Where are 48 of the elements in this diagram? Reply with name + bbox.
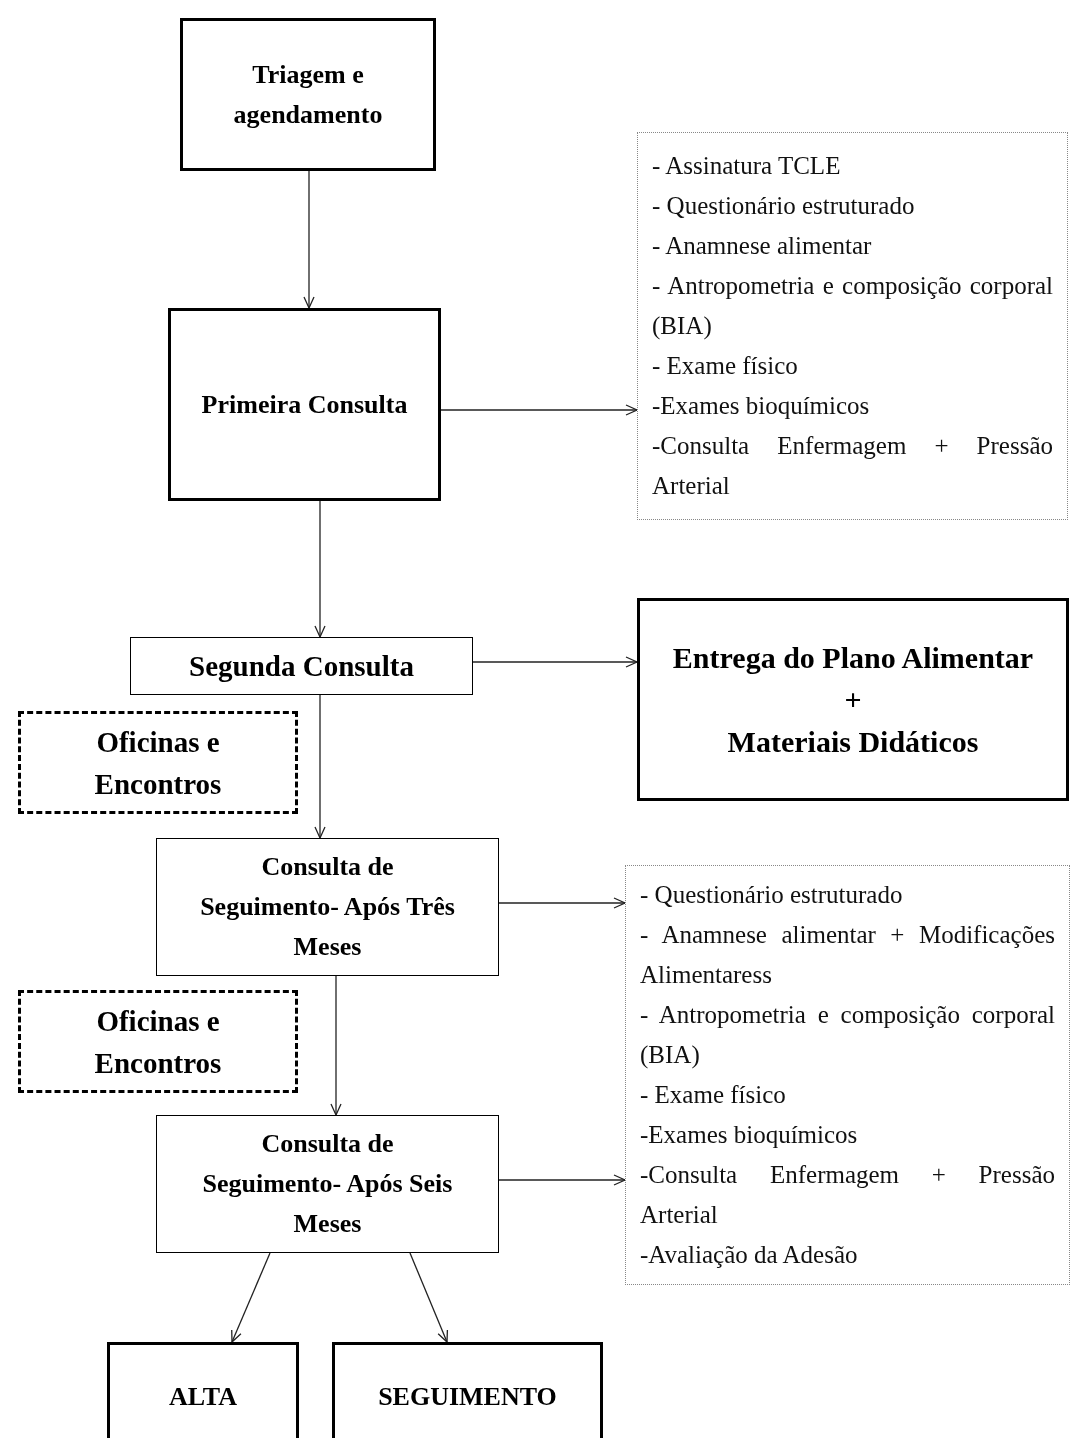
node-label: Oficinas e Encontros (93, 724, 223, 802)
node-label: Consulta de Seguimento- Após Três Meses (199, 851, 456, 963)
node-label: Segunda Consulta (188, 649, 415, 684)
arrow (314, 694, 326, 839)
arrow (314, 500, 326, 638)
note-box (637, 132, 1068, 520)
list-item: - Questionário estruturado (640, 880, 904, 910)
node-label: Consulta de Seguimento- Após Seis Meses (201, 1128, 454, 1240)
list-item: - Anamnese alimentar (652, 231, 873, 261)
process-box (168, 308, 441, 501)
process-box (180, 18, 436, 171)
list-item: -Consulta Enfermagem + Pressão Arterial (652, 431, 1053, 501)
list-item: - Exame físico (652, 351, 799, 381)
node-label: Materiais Didáticos (726, 723, 980, 760)
list-item: - Exame físico (640, 1080, 787, 1110)
list-item: - Antropometria e composição corporal (BIA) (652, 271, 1053, 342)
arrow (231, 1252, 271, 1343)
end-box (107, 1342, 299, 1438)
activity-box (18, 711, 298, 814)
process-box (156, 1115, 499, 1253)
process-box (130, 637, 473, 695)
arrow (330, 975, 342, 1116)
arrow (498, 897, 626, 909)
node-label: + (843, 681, 863, 718)
arrow (498, 1174, 626, 1186)
list-item: - Questionário estruturado (652, 191, 916, 221)
arrow (409, 1252, 449, 1343)
process-box (156, 838, 499, 976)
list-item: - Anamnese alimentar + Modificações Alimentaress (640, 920, 1055, 990)
list-item: -Avaliação da Adesão (640, 1240, 859, 1270)
arrow (440, 404, 638, 416)
list-item: - Assinatura TCLE (652, 151, 842, 181)
list-item: - Antropometria e composição corporal (BIA) (640, 1000, 1055, 1071)
end-box (332, 1342, 603, 1438)
list-item: -Exames bioquímicos (640, 1120, 859, 1150)
node-label: Oficinas e Encontros (93, 1003, 223, 1081)
arrow (303, 170, 315, 309)
node-label: ALTA (168, 1381, 238, 1413)
arrow (472, 656, 638, 668)
activity-box (18, 990, 298, 1093)
node-label: Primeira Consulta (200, 388, 409, 421)
node-label: Entrega do Plano Alimentar (671, 639, 1035, 676)
node-label: Triagem e agendamento (232, 58, 384, 131)
list-item: -Consulta Enfermagem + Pressão Arterial (640, 1160, 1055, 1230)
result-box (637, 598, 1069, 801)
list-item: -Exames bioquímicos (652, 391, 871, 421)
node-label: SEGUIMENTO (377, 1381, 558, 1413)
note-box (625, 865, 1070, 1285)
